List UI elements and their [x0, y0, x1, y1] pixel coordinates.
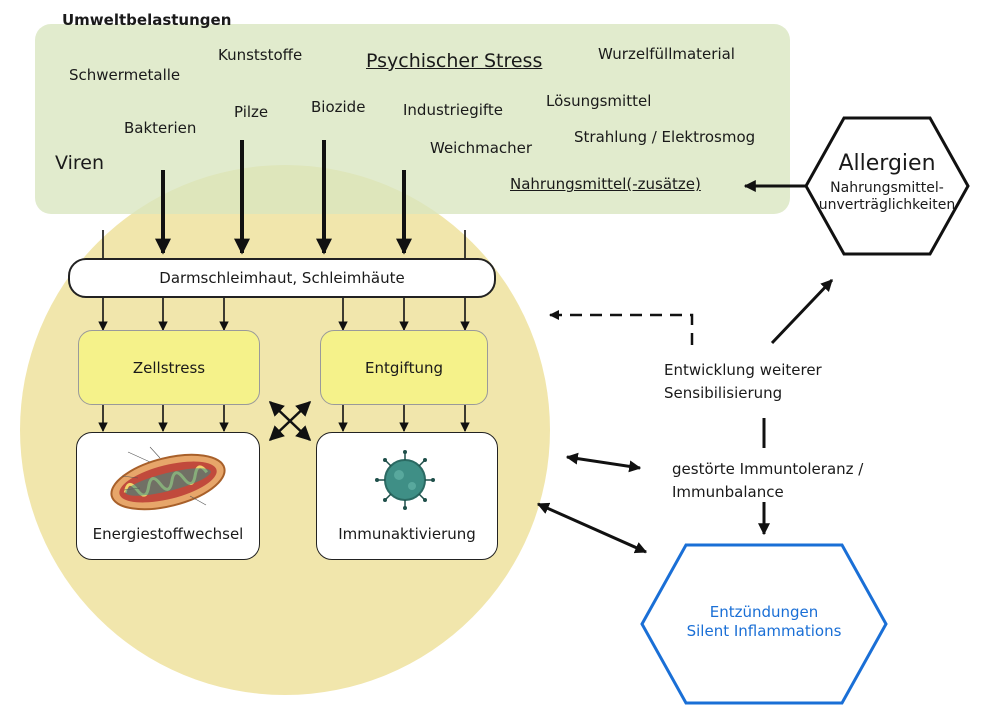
body-circle [20, 165, 550, 695]
energie-label: Energiestoffwechsel [92, 525, 244, 543]
allergy-hexagon [804, 116, 970, 256]
energie-box: Energiestoffwechsel [76, 432, 260, 560]
allergy-line2: unverträglichkeiten [818, 197, 956, 213]
zellstress-box: Zellstress [78, 330, 260, 405]
inflam-line2: Silent Inflammations [686, 621, 842, 640]
entgiftung-box: Entgiftung [320, 330, 488, 405]
stressor-kunststoffe: Kunststoffe [218, 46, 303, 64]
sensib-line1: Entwicklung weiterer [664, 361, 822, 379]
immun-label: Immunaktivierung [338, 525, 476, 543]
zellstress-label: Zellstress [132, 358, 206, 377]
stressor-wurzelfuellmaterial: Wurzelfüllmaterial [598, 45, 735, 63]
toleranz-double-arrow [565, 452, 642, 473]
barrier-label: Darmschleimhaut, Schleimhäute [159, 269, 405, 287]
cross-arrow-b [268, 400, 312, 442]
inflam-double-arrow [536, 502, 648, 554]
entgiftung-label: Entgiftung [365, 358, 443, 377]
inflam-text: Entzündungen Silent Inflammations [642, 603, 886, 641]
feedback-dashed-arrow [549, 310, 694, 345]
environment-panel [35, 24, 790, 214]
barrier-box: Darmschleimhaut, Schleimhäute [68, 258, 496, 298]
immun-box: Immunaktivierung [316, 432, 498, 560]
stressor-nahrungsmittel: Nahrungsmittel(-zusätze) [510, 175, 701, 193]
stressor-psych-stress: Psychischer Stress [366, 50, 543, 72]
stressor-viren: Viren [55, 152, 104, 174]
environment-title: Umweltbelastungen [62, 11, 232, 29]
stressor-loesungsmittel: Lösungsmittel [546, 92, 652, 110]
allergy-title: Allergien [838, 151, 936, 176]
stressor-bakterien: Bakterien [124, 119, 197, 137]
stressor-weichmacher: Weichmacher [430, 139, 533, 157]
stressor-industriegifte: Industriegifte [403, 101, 504, 119]
stressor-biozide: Biozide [311, 98, 366, 116]
stressor-pilze: Pilze [234, 103, 269, 121]
stressor-strahlung: Strahlung / Elektrosmog [574, 128, 756, 146]
toleranz-line1: gestörte Immuntoleranz / [672, 460, 864, 478]
allergy-text: Allergien Nahrungsmittel- unverträglichk… [810, 150, 964, 215]
stressor-schwermetalle: Schwermetalle [69, 66, 181, 84]
sensib-line2: Sensibilisierung [664, 384, 783, 402]
toleranz-line2: Immunbalance [672, 483, 784, 501]
inflam-line1: Entzündungen [709, 603, 819, 621]
inflammation-hexagon [640, 543, 888, 705]
allergy-line1: Nahrungsmittel- [830, 179, 944, 196]
